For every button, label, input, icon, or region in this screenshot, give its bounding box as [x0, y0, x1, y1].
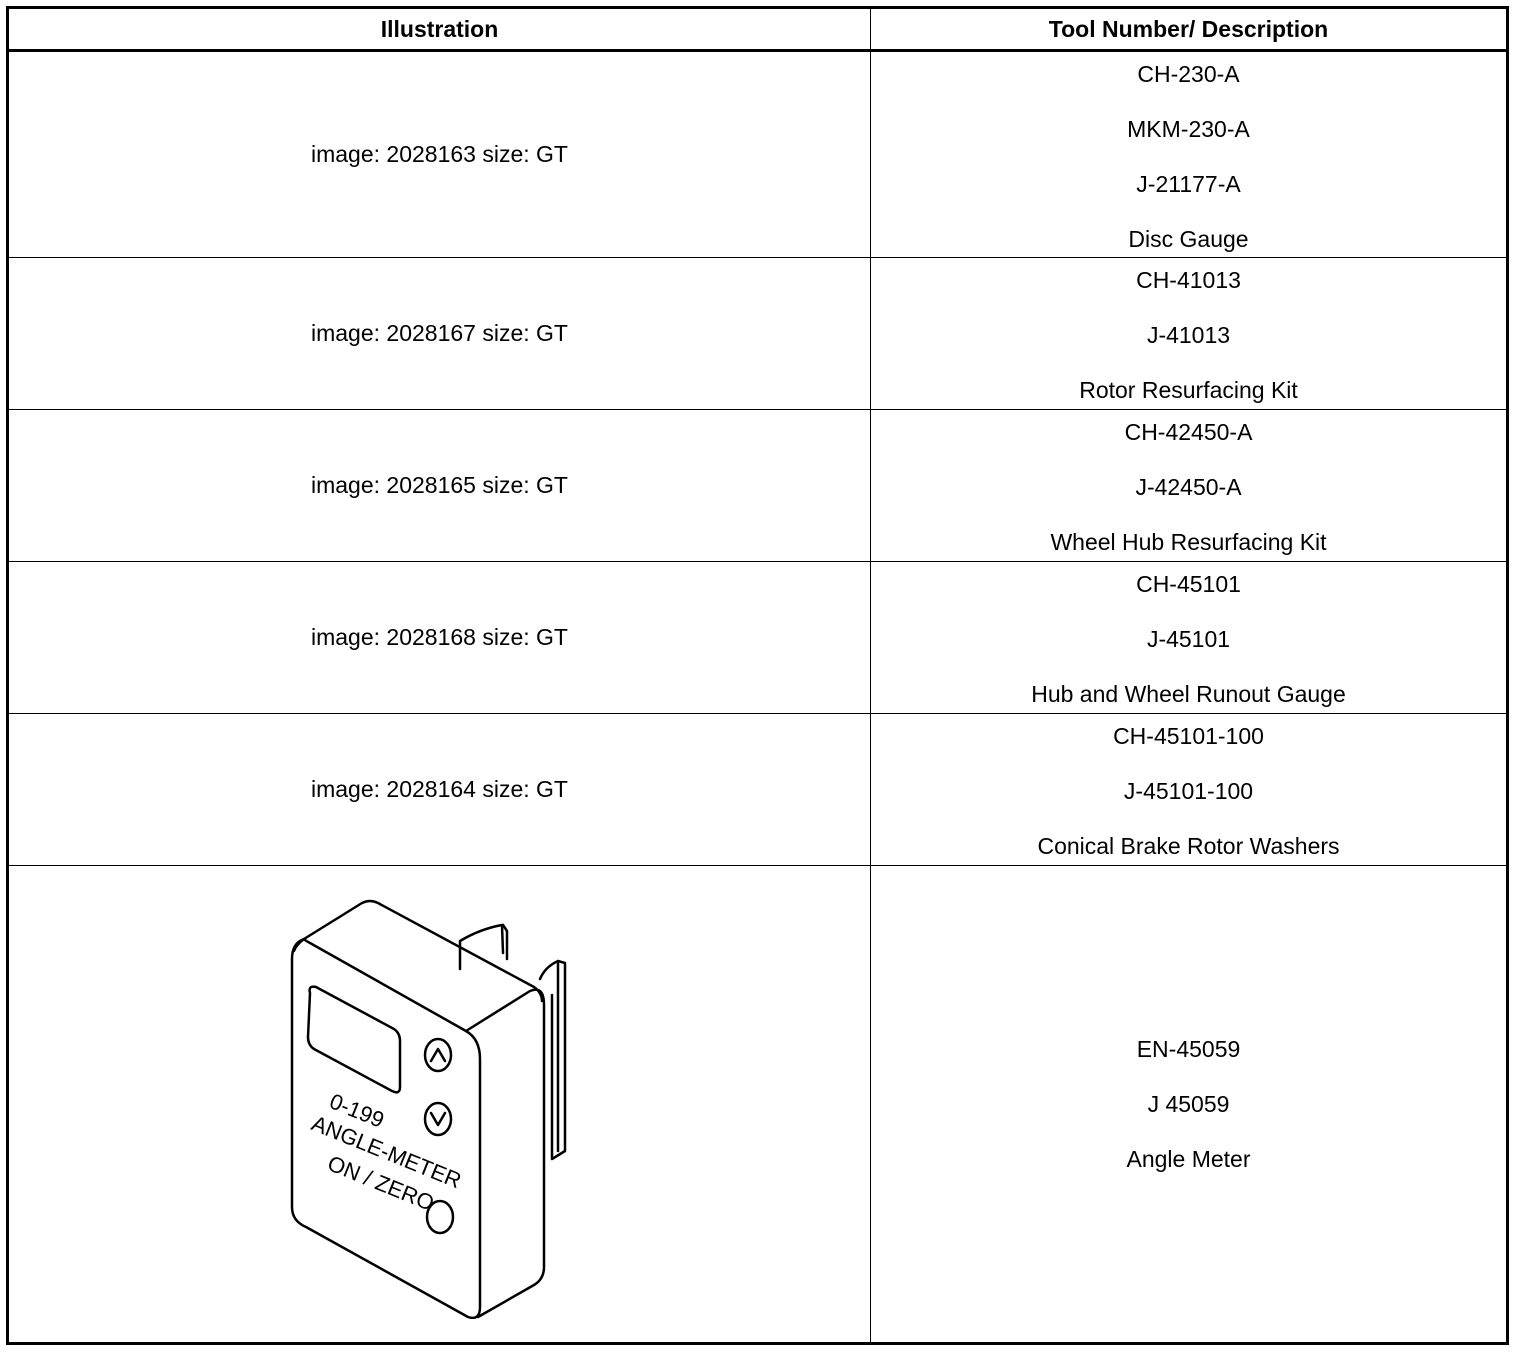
table-row: image: 2028164 size: GT CH-45101-100 J-4… [7, 713, 1508, 866]
angle-meter-illustration: 0-199 ANGLE-METER ON / ZERO [7, 865, 871, 1344]
special-tools-table: Illustration Tool Number/ Description im… [6, 6, 1509, 1345]
tool-name: Wheel Hub Resurfacing Kit [1050, 529, 1327, 555]
tool-description: EN-45059 J 45059 Angle Meter [870, 865, 1508, 1344]
tool-number: CH-45101 [1136, 571, 1241, 597]
tool-number: MKM-230-A [1127, 116, 1250, 142]
table-row: image: 2028167 size: GT CH-41013 J-41013… [7, 257, 1508, 410]
tool-number: CH-41013 [1136, 267, 1241, 293]
tool-number: EN-45059 [1136, 1035, 1241, 1062]
chevron-down-icon [429, 1111, 446, 1127]
tool-number: J-45101 [1146, 626, 1231, 652]
case-top-face [292, 899, 543, 1003]
clip-back-edge [501, 923, 508, 961]
clip-back-part [458, 923, 504, 971]
illustration-placeholder: image: 2028164 size: GT [7, 713, 871, 866]
header-tool-number-description: Tool Number/ Description [870, 7, 1508, 52]
tool-description: CH-42450-A J-42450-A Wheel Hub Resurfaci… [870, 409, 1508, 562]
table-header-row: Illustration Tool Number/ Description [7, 7, 1508, 52]
tool-number: J-45101-100 [1123, 778, 1254, 804]
tool-description: CH-41013 J-41013 Rotor Resurfacing Kit [870, 257, 1508, 410]
down-button [423, 1101, 452, 1137]
tool-name: Hub and Wheel Runout Gauge [1031, 681, 1346, 707]
tool-number: J-41013 [1146, 322, 1231, 348]
table-row: 0-199 ANGLE-METER ON / ZERO EN-45059 J 4… [7, 865, 1508, 1344]
illustration-placeholder: image: 2028165 size: GT [7, 409, 871, 562]
table-row: image: 2028165 size: GT CH-42450-A J-424… [7, 409, 1508, 562]
illustration-placeholder: image: 2028168 size: GT [7, 561, 871, 714]
tool-name: Angle Meter [1126, 1145, 1251, 1172]
tool-description: CH-45101-100 J-45101-100 Conical Brake R… [870, 713, 1508, 866]
table-row: image: 2028163 size: GT CH-230-A MKM-230… [7, 50, 1508, 258]
tool-name: Rotor Resurfacing Kit [1079, 377, 1298, 403]
tool-name: Disc Gauge [1128, 226, 1249, 252]
tool-number: CH-45101-100 [1113, 723, 1264, 749]
tool-number: CH-230-A [1137, 61, 1240, 87]
tool-number: J-42450-A [1135, 474, 1242, 500]
case-side-face [464, 988, 545, 1319]
angle-meter-drawing: 0-199 ANGLE-METER ON / ZERO [290, 899, 566, 1319]
table-row: image: 2028168 size: GT CH-45101 J-45101… [7, 561, 1508, 714]
on-zero-button [425, 1199, 454, 1235]
tool-description: CH-45101 J-45101 Hub and Wheel Runout Ga… [870, 561, 1508, 714]
tool-name: Conical Brake Rotor Washers [1037, 833, 1340, 859]
chevron-up-icon [429, 1047, 446, 1063]
tool-number: J-21177-A [1136, 171, 1241, 197]
tool-number: J 45059 [1147, 1090, 1230, 1117]
header-illustration: Illustration [7, 7, 871, 52]
up-button [423, 1037, 452, 1073]
display-window [306, 985, 401, 1094]
clip-side-part [538, 959, 566, 1161]
tool-description: CH-230-A MKM-230-A J-21177-A Disc Gauge [870, 50, 1508, 258]
illustration-placeholder: image: 2028163 size: GT [7, 50, 871, 258]
tool-number: CH-42450-A [1124, 419, 1253, 445]
illustration-placeholder: image: 2028167 size: GT [7, 257, 871, 410]
